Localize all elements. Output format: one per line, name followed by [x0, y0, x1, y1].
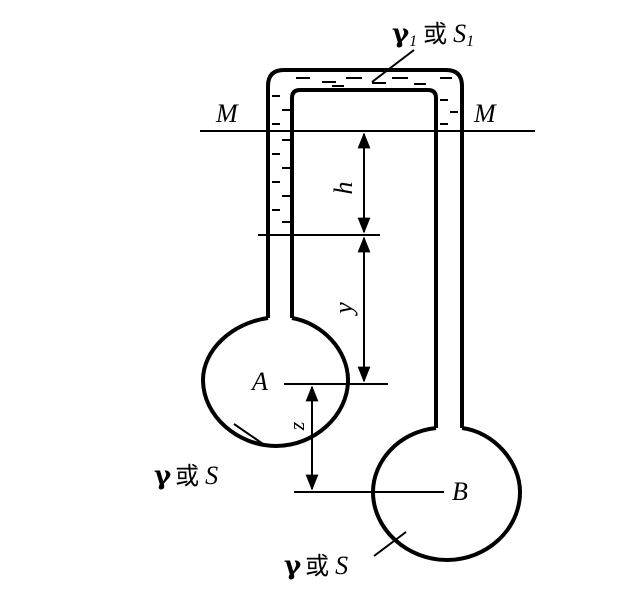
svg-text:γ或S: γ或S [154, 461, 218, 491]
tube-inner-wall [290, 88, 438, 428]
tube-outer-wall [266, 68, 464, 428]
svg-text:γ或S: γ或S [284, 551, 348, 581]
m-label-left: M [215, 99, 239, 128]
leader-lines [233, 49, 415, 557]
y-label: y [329, 302, 358, 317]
dimension-arrows [305, 132, 371, 491]
right-leg-fluid-hatching [440, 99, 458, 125]
z-label: z [284, 421, 309, 431]
reference-lines [200, 130, 535, 493]
manometer-tube [266, 68, 464, 428]
point-a-label: A [250, 367, 268, 396]
point-b-label: B [452, 477, 468, 506]
left-leg-fluid-hatching [272, 95, 290, 223]
bulb-b [370, 426, 523, 563]
m-label-right: M [473, 99, 497, 128]
bulb-a-leader [233, 423, 267, 447]
bulb-a [200, 316, 351, 449]
bulb-b-leader [373, 531, 407, 557]
top-fluid-hatching [296, 77, 452, 87]
top-fluid-leader [371, 49, 415, 83]
h-label: h [329, 182, 358, 195]
